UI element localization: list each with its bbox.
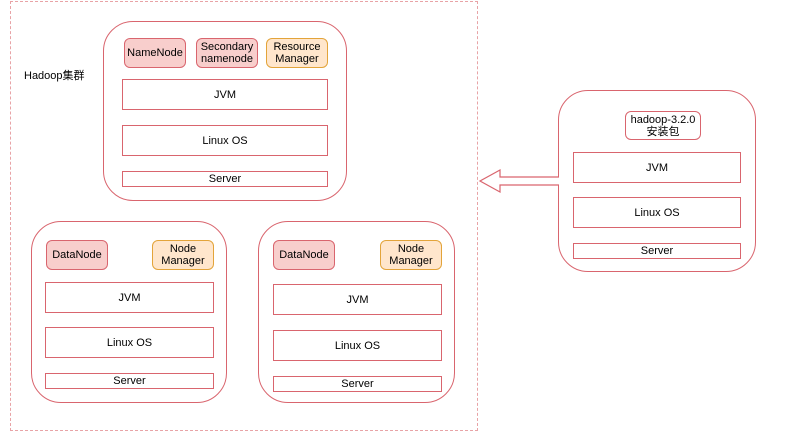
deploy-arrow-icon — [478, 168, 559, 194]
node-manager-component: Node Manager — [380, 240, 442, 270]
node-manager-component: Node Manager — [152, 240, 214, 270]
datanode-component: DataNode — [46, 240, 108, 270]
master-jvm-layer: JVM — [122, 79, 328, 110]
worker-node-1: DataNode Node Manager JVM Linux OS Serve… — [31, 221, 227, 403]
datanode-component: DataNode — [273, 240, 335, 270]
master-node: NameNode Secondary namenode Resource Man… — [103, 21, 347, 201]
worker-1-server-layer: Server — [45, 373, 214, 389]
secondary-namenode-component: Secondary namenode — [196, 38, 258, 68]
worker-2-jvm-layer: JVM — [273, 284, 442, 315]
worker-2-server-layer: Server — [273, 376, 442, 392]
install-os-layer: Linux OS — [573, 197, 741, 228]
master-server-layer: Server — [122, 171, 328, 187]
worker-1-os-layer: Linux OS — [45, 327, 214, 358]
install-node: hadoop-3.2.0 安装包 JVM Linux OS Server — [558, 90, 756, 272]
worker-2-os-layer: Linux OS — [273, 330, 442, 361]
worker-node-2: DataNode Node Manager JVM Linux OS Serve… — [258, 221, 455, 403]
worker-1-jvm-layer: JVM — [45, 282, 214, 313]
install-server-layer: Server — [573, 243, 741, 259]
namenode-component: NameNode — [124, 38, 186, 68]
resource-manager-component: Resource Manager — [266, 38, 328, 68]
install-jvm-layer: JVM — [573, 152, 741, 183]
cluster-label: Hadoop集群 — [24, 70, 85, 82]
hadoop-package-component: hadoop-3.2.0 安装包 — [625, 111, 701, 140]
master-os-layer: Linux OS — [122, 125, 328, 156]
